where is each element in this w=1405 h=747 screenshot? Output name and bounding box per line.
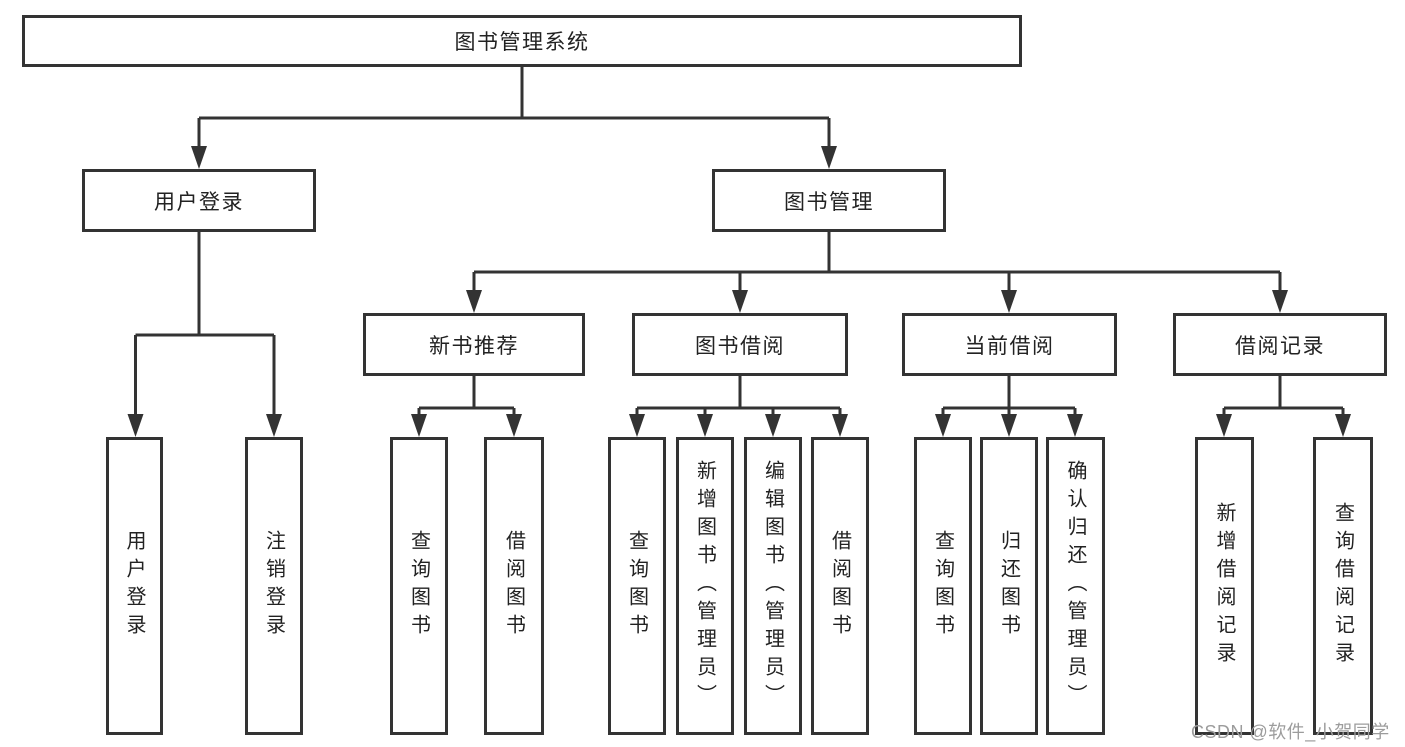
leaf-confirm-return-admin-label: 确认归还（管理员）	[1064, 460, 1086, 712]
csdn-watermark: CSDN @软件_小贺同学	[1191, 722, 1390, 742]
leaf-logout-label: 注销登录	[262, 530, 285, 642]
node-root-system: 图书管理系统	[22, 15, 1022, 67]
leaf-add-borrow-record: 新增借阅记录	[1195, 437, 1254, 735]
node-book-borrow-label: 图书借阅	[695, 334, 785, 358]
leaf-query-books-current: 查询图书	[914, 437, 972, 735]
node-current-borrow-label: 当前借阅	[964, 334, 1055, 358]
node-borrow-records-label: 借阅记录	[1235, 334, 1325, 358]
leaf-borrow-books-label: 借阅图书	[828, 530, 851, 642]
leaf-user-login-label: 用户登录	[123, 530, 145, 642]
leaf-query-borrow-record: 查询借阅记录	[1313, 437, 1373, 735]
leaf-add-book-admin-label: 新增图书（管理员）	[693, 460, 716, 712]
leaf-edit-book-admin: 编辑图书（管理员）	[744, 437, 802, 735]
leaf-borrow-books: 借阅图书	[811, 437, 869, 735]
leaf-query-books-borrow: 查询图书	[608, 437, 666, 735]
leaf-query-borrow-record-label: 查询借阅记录	[1331, 502, 1354, 670]
leaf-return-books: 归还图书	[980, 437, 1038, 735]
leaf-query-books-recommend-label: 查询图书	[407, 530, 430, 642]
leaf-edit-book-admin-label: 编辑图书（管理员）	[761, 460, 784, 712]
node-current-borrow: 当前借阅	[902, 313, 1117, 376]
node-book-management: 图书管理	[712, 169, 946, 232]
leaf-logout: 注销登录	[245, 437, 303, 735]
leaf-add-borrow-record-label: 新增借阅记录	[1213, 502, 1235, 670]
leaf-borrow-books-recommend-label: 借阅图书	[502, 530, 525, 642]
node-user-login: 用户登录	[82, 169, 316, 232]
leaf-user-login: 用户登录	[106, 437, 163, 735]
node-root-label: 图书管理系统	[454, 31, 590, 54]
node-user-login-label: 用户登录	[154, 190, 244, 214]
node-new-book-recommend-label: 新书推荐	[429, 334, 519, 358]
leaf-confirm-return-admin: 确认归还（管理员）	[1046, 437, 1105, 735]
leaf-add-book-admin: 新增图书（管理员）	[676, 437, 734, 735]
node-book-borrow: 图书借阅	[632, 313, 848, 376]
arrowhead-icons	[127, 146, 1351, 437]
leaf-return-books-label: 归还图书	[997, 530, 1020, 642]
leaf-query-books-borrow-label: 查询图书	[625, 530, 648, 642]
node-book-management-label: 图书管理	[784, 190, 874, 214]
node-new-book-recommend: 新书推荐	[363, 313, 585, 376]
leaf-query-books-current-label: 查询图书	[931, 530, 954, 642]
leaf-borrow-books-recommend: 借阅图书	[484, 437, 544, 735]
node-borrow-records: 借阅记录	[1173, 313, 1387, 376]
leaf-query-books-recommend: 查询图书	[390, 437, 448, 735]
